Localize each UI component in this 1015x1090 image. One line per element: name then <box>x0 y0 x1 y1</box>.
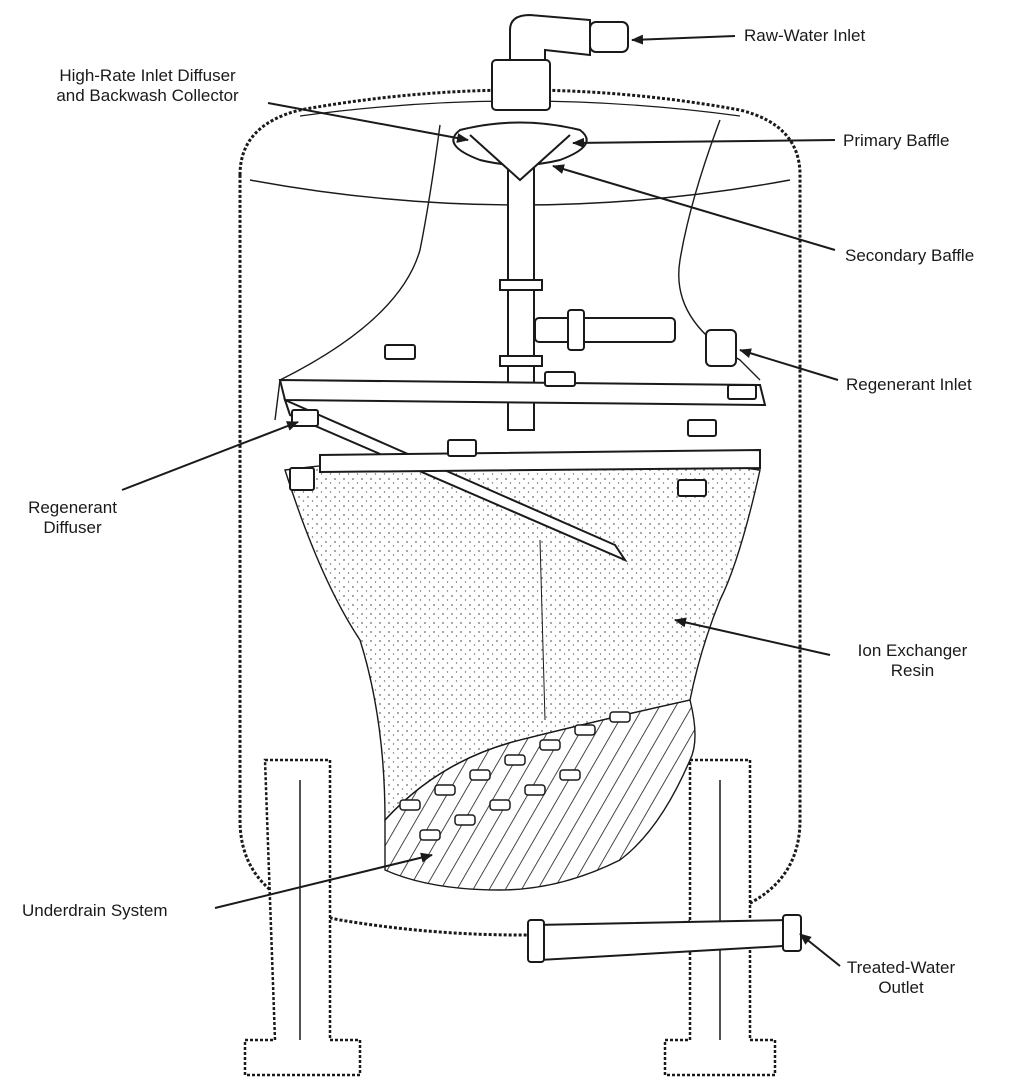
arrow-underdrain <box>214 852 433 909</box>
arrow-raw-water-inlet <box>631 34 736 45</box>
label-regenerant-inlet: Regenerant Inlet <box>846 375 972 394</box>
arrow-treated-water-outlet <box>799 933 841 967</box>
regenerant-piping <box>278 309 767 563</box>
label-ion-exchanger-resin: Ion Exchanger Resin <box>820 641 1005 681</box>
arrow-primary-baffle <box>572 137 836 148</box>
arrow-regenerant-inlet <box>739 348 839 381</box>
label-raw-water-inlet: Raw-Water Inlet <box>744 26 866 45</box>
arrow-secondary-baffle <box>552 164 836 251</box>
label-treated-water-outlet-line1: Treated-Water <box>846 958 956 977</box>
arrow-resin <box>674 617 831 656</box>
label-underdrain-system: Underdrain System <box>22 901 168 920</box>
label-treated-water-outlet: Treated-Water Outlet <box>826 958 976 998</box>
label-secondary-baffle: Secondary Baffle <box>845 246 975 265</box>
leader-arrows <box>121 34 841 967</box>
outlet-pipe <box>527 914 802 963</box>
label-primary-baffle: Primary Baffle <box>843 131 950 150</box>
central-pipe <box>491 13 629 431</box>
label-ion-exchanger-resin-line1: Ion Exchanger <box>857 641 968 660</box>
label-regenerant-diffuser-line2: Diffuser <box>43 518 102 537</box>
baffles <box>452 121 588 182</box>
arrow-regenerant-diffuser <box>121 421 299 491</box>
support-legs <box>243 758 777 1077</box>
label-treated-water-outlet-line2: Outlet <box>878 978 924 997</box>
label-high-rate-diffuser-line2: and Backwash Collector <box>56 86 239 105</box>
label-regenerant-diffuser: Regenerant Diffuser <box>0 498 145 538</box>
arrow-high-rate-diffuser <box>267 102 469 143</box>
label-ion-exchanger-resin-line2: Resin <box>890 661 935 680</box>
label-regenerant-diffuser-line1: Regenerant <box>28 498 117 517</box>
underdrain-laterals <box>399 711 631 841</box>
label-high-rate-diffuser: High-Rate Inlet Diffuser and Backwash Co… <box>20 66 275 106</box>
label-high-rate-diffuser-line1: High-Rate Inlet Diffuser <box>59 66 236 85</box>
